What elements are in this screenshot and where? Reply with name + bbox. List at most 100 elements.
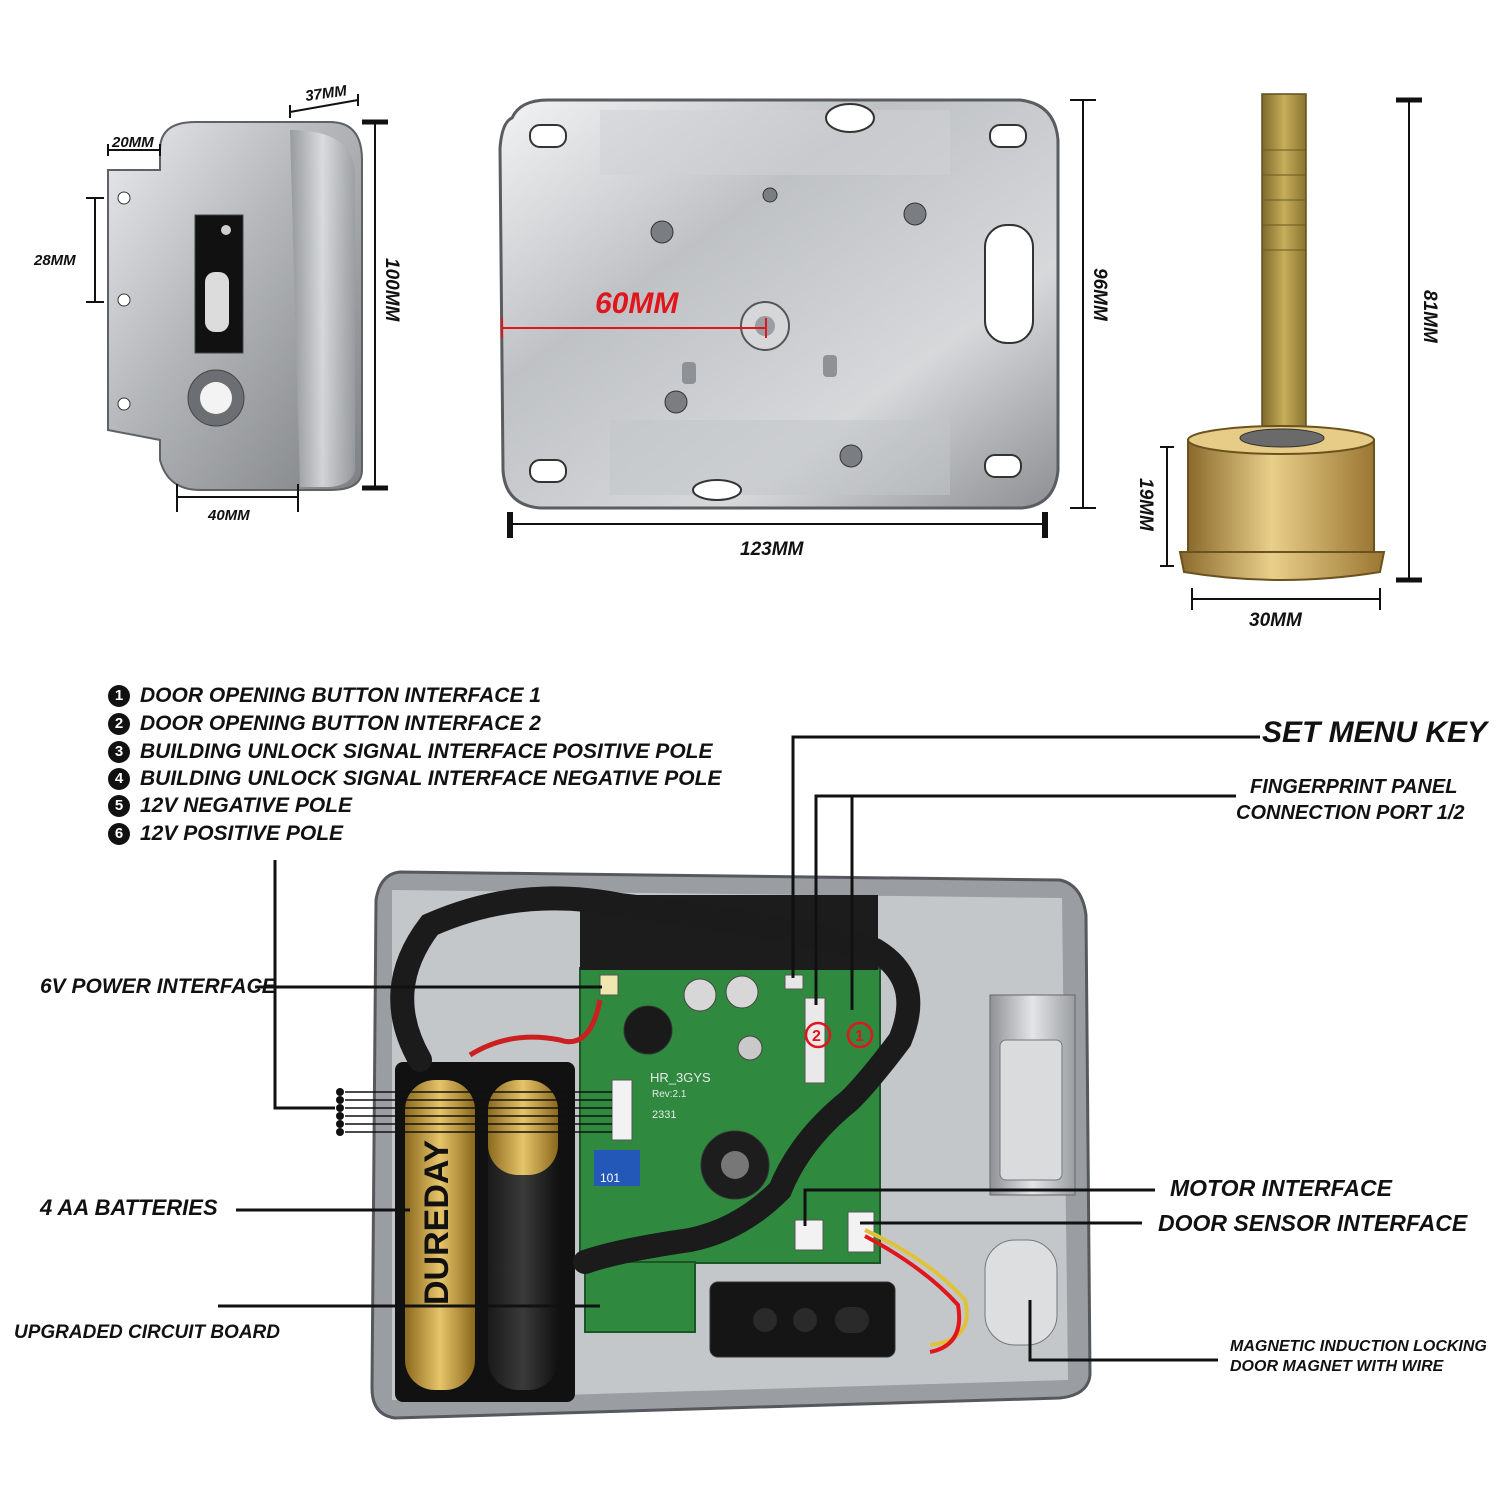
lock-cylinder — [1178, 93, 1386, 581]
plate-slot-top-right — [989, 124, 1027, 148]
callout-magnet-line2: DOOR MAGNET WITH WIRE — [1230, 1358, 1444, 1375]
legend-number: 4 — [108, 768, 130, 790]
legend-text: BUILDING UNLOCK SIGNAL INTERFACE NEGATIV… — [140, 767, 722, 790]
door-magnet — [984, 1239, 1058, 1346]
callout-fingerprint-port-line2: CONNECTION PORT 1/2 — [1236, 802, 1465, 824]
legend-text: 12V POSITIVE POLE — [140, 822, 344, 845]
battery-left — [405, 1080, 475, 1390]
leader-lines — [218, 735, 1260, 1362]
legend-number: 6 — [108, 823, 130, 845]
spindle-bar — [1261, 93, 1307, 441]
strike-dimension-lines — [86, 94, 388, 512]
lock-body — [370, 870, 1092, 1420]
terminal-pinout-lines — [345, 1091, 612, 1133]
plate-screw-hole-1 — [650, 220, 674, 244]
dim-strike-width: 40MM — [207, 507, 250, 524]
dim-strike-height: 100MM — [381, 258, 402, 323]
callout-fingerprint-port-line1: FINGERPRINT PANEL — [1250, 776, 1458, 798]
legend-number: 2 — [108, 713, 130, 735]
legend-item-1: 1 DOOR OPENING BUTTON INTERFACE 1 — [108, 684, 541, 708]
plate-top-hole — [825, 103, 875, 133]
cylinder-bushing — [1239, 428, 1325, 448]
plate-screw-hole-3 — [762, 187, 778, 203]
board-model-label: HR_3GYS — [650, 1070, 711, 1085]
callout-motor-interface: MOTOR INTERFACE — [1170, 1175, 1392, 1201]
board-code-label: 2331 — [652, 1109, 676, 1121]
dim-strike-hole-pitch: 28MM — [33, 252, 76, 269]
strike-box-side — [290, 130, 355, 487]
plate-recess-top — [600, 110, 950, 175]
motor-connector — [794, 1219, 824, 1251]
dim-plate-offset: 60MM — [595, 287, 679, 320]
magnet-wire-red — [864, 1234, 962, 1354]
plate-screw-hole-2 — [903, 202, 927, 226]
blue-module — [594, 1150, 640, 1186]
cable-bundle — [390, 886, 921, 1274]
callout-circuit-board: UPGRADED CIRCUIT BOARD — [14, 1322, 280, 1343]
legend-item-4: 4 BUILDING UNLOCK SIGNAL INTERFACE NEGAT… — [108, 767, 721, 791]
plate-recess-bottom — [610, 420, 950, 495]
legend-item-2: 2 DOOR OPENING BUTTON INTERFACE 2 — [108, 712, 541, 736]
legend-item-3: 3 BUILDING UNLOCK SIGNAL INTERFACE POSIT… — [108, 740, 713, 764]
callout-door-sensor: DOOR SENSOR INTERFACE — [1158, 1210, 1468, 1236]
back-plate-body — [498, 98, 1060, 510]
dim-strike-flange: 20MM — [111, 134, 154, 151]
legend-item-5: 5 12V NEGATIVE POLE — [108, 794, 352, 818]
plate-dimension-lines — [501, 99, 1096, 538]
board-rev-label: Rev:2.1 — [652, 1089, 687, 1100]
port-marker-2: 2 — [812, 1028, 821, 1045]
cylinder-dimension-lines — [1160, 97, 1422, 610]
callout-magnet-line1: MAGNETIC INDUCTION LOCKING — [1230, 1338, 1487, 1355]
mount-hole-bottom — [117, 397, 131, 411]
battery-brand-label: DUREDAY — [418, 1140, 456, 1305]
latch-hole — [221, 225, 231, 235]
terminal-pinout-dots — [336, 1088, 344, 1136]
buzzer — [623, 1005, 673, 1055]
port-marker-1-ring — [846, 1021, 874, 1049]
dim-spindle-length: 81MM — [1419, 290, 1440, 344]
mount-hole-top — [117, 191, 131, 205]
back-plate — [498, 98, 1060, 510]
port-marker-2-ring — [804, 1021, 832, 1049]
power-wire-red — [468, 999, 603, 1058]
plate-screw-hole-5 — [839, 444, 863, 468]
plate-slot-bottom-right — [984, 454, 1022, 478]
pcb-motor-shaft-center — [721, 1151, 749, 1179]
battery-right-top — [488, 1080, 558, 1175]
legend-number: 3 — [108, 741, 130, 763]
legend-number: 1 — [108, 685, 130, 707]
strike-box — [107, 121, 363, 491]
motor-knob-1 — [753, 1308, 777, 1332]
port-marker-1: 1 — [855, 1028, 864, 1045]
cylinder-flange — [1178, 551, 1386, 581]
plate-slot-bottom-left — [529, 459, 567, 483]
dim-cylinder-height: 19MM — [1135, 478, 1156, 532]
plate-screw-hole-4 — [664, 390, 688, 414]
callout-set-menu-key: SET MENU KEY — [1262, 716, 1488, 749]
legend-text: DOOR OPENING BUTTON INTERFACE 2 — [140, 712, 541, 735]
lower-pcb — [584, 1261, 696, 1333]
motor-knob-3 — [835, 1307, 869, 1333]
callout-batteries: 4 AA BATTERIES — [40, 1195, 218, 1220]
dim-plate-width: 123MM — [740, 539, 805, 560]
plate-bottom-hole — [692, 479, 742, 501]
spindle-ticks — [1262, 149, 1306, 251]
callout-power-interface: 6V POWER INTERFACE — [40, 975, 276, 998]
plate-slot-top-left — [529, 124, 567, 148]
capacitor-1 — [683, 978, 717, 1012]
dim-plate-height: 96MM — [1089, 268, 1110, 322]
power-connector — [599, 974, 619, 996]
dim-strike-depth: 37MM — [304, 82, 348, 105]
pcb-button — [737, 1035, 763, 1061]
legend-text: DOOR OPENING BUTTON INTERFACE 1 — [140, 684, 541, 707]
cylinder-body — [1187, 439, 1375, 553]
terminal-connector — [611, 1079, 633, 1141]
plate-stud-right — [823, 355, 837, 377]
dim-cylinder-diameter: 30MM — [1249, 610, 1303, 631]
legend-text: 12V NEGATIVE POLE — [140, 794, 352, 817]
legend-item-6: 6 12V POSITIVE POLE — [108, 822, 343, 846]
legend-text: BUILDING UNLOCK SIGNAL INTERFACE POSITIV… — [140, 740, 713, 763]
capacitor-2 — [725, 975, 759, 1009]
